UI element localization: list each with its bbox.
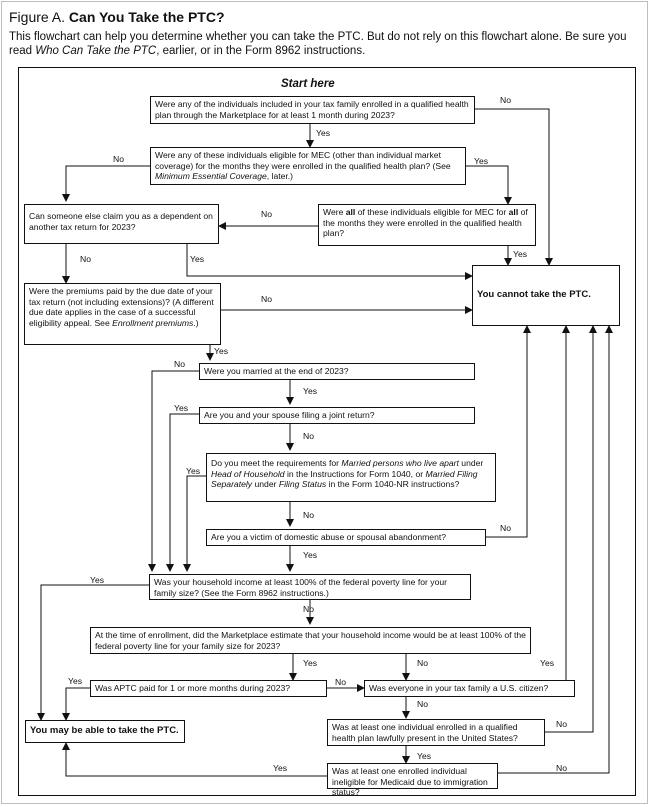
intro-text: This flowchart can help you determine wh… <box>9 31 627 57</box>
question-q1: Were any of the individuals included in … <box>150 96 475 124</box>
question-q6: Were you married at the end of 2023? <box>199 363 475 380</box>
label-q14-no: No <box>556 719 567 729</box>
label-q7-yes: Yes <box>174 403 189 413</box>
question-q14: Was at least one individual enrolled in … <box>327 719 545 746</box>
label-q13-no: No <box>417 699 428 709</box>
label-q1-no: No <box>500 95 511 105</box>
label-q12-yes: Yes <box>68 676 83 686</box>
label-q2-yes: Yes <box>474 156 489 166</box>
label-q15-no: No <box>556 763 567 773</box>
label-q10-no: No <box>303 604 314 614</box>
label-q11-no: No <box>417 658 428 668</box>
figure-title: Figure A. Can You Take the PTC? <box>9 9 225 25</box>
question-q11: At the time of enrollment, did the Marke… <box>90 627 531 654</box>
question-q12: Was APTC paid for 1 or more months durin… <box>90 680 327 697</box>
label-q12-no: No <box>335 677 346 687</box>
label-q3-no: No <box>80 254 91 264</box>
question-q4: Were all of these individuals eligible f… <box>318 204 536 246</box>
question-q9: Are you a victim of domestic abuse or sp… <box>206 529 486 546</box>
label-q9-yes: Yes <box>303 550 318 560</box>
question-q7: Are you and your spouse filing a joint r… <box>199 407 475 424</box>
label-q4-yes: Yes <box>513 249 528 259</box>
question-q15: Was at least one enrolled individual ine… <box>327 763 498 797</box>
label-q6-no: No <box>174 359 185 369</box>
label-q5-no: No <box>261 294 272 304</box>
label-q15-yes: Yes <box>273 763 288 773</box>
label-q13-yes: Yes <box>540 658 555 668</box>
question-q13: Was everyone in your tax family a U.S. c… <box>364 680 575 697</box>
label-q9-no: No <box>500 523 511 533</box>
question-q5: Were the premiums paid by the due date o… <box>24 283 221 345</box>
label-q4-no: No <box>261 209 272 219</box>
outcome-cannot-take-ptc: You cannot take the PTC. <box>472 265 620 326</box>
label-q8-no: No <box>303 510 314 520</box>
label-q6-yes: Yes <box>303 386 318 396</box>
label-q14-yes: Yes <box>417 751 432 761</box>
label-q3-yes: Yes <box>190 254 205 264</box>
question-q8: Do you meet the requirements for Married… <box>206 453 496 502</box>
label-q10-yes: Yes <box>90 575 105 585</box>
question-q10: Was your household income at least 100% … <box>149 574 471 600</box>
start-label: Start here <box>281 78 335 90</box>
label-q5-yes: Yes <box>214 346 229 356</box>
flowchart-frame <box>18 67 636 796</box>
label-q2-no: No <box>113 154 124 164</box>
question-q3: Can someone else claim you as a dependen… <box>24 204 219 244</box>
label-q1-yes: Yes <box>316 128 331 138</box>
label-q11-yes: Yes <box>303 658 318 668</box>
outcome-may-take-ptc: You may be able to take the PTC. <box>25 720 185 743</box>
label-q7-no: No <box>303 431 314 441</box>
question-q2: Were any of these individuals eligible f… <box>150 147 466 185</box>
label-q8-yes: Yes <box>186 466 201 476</box>
